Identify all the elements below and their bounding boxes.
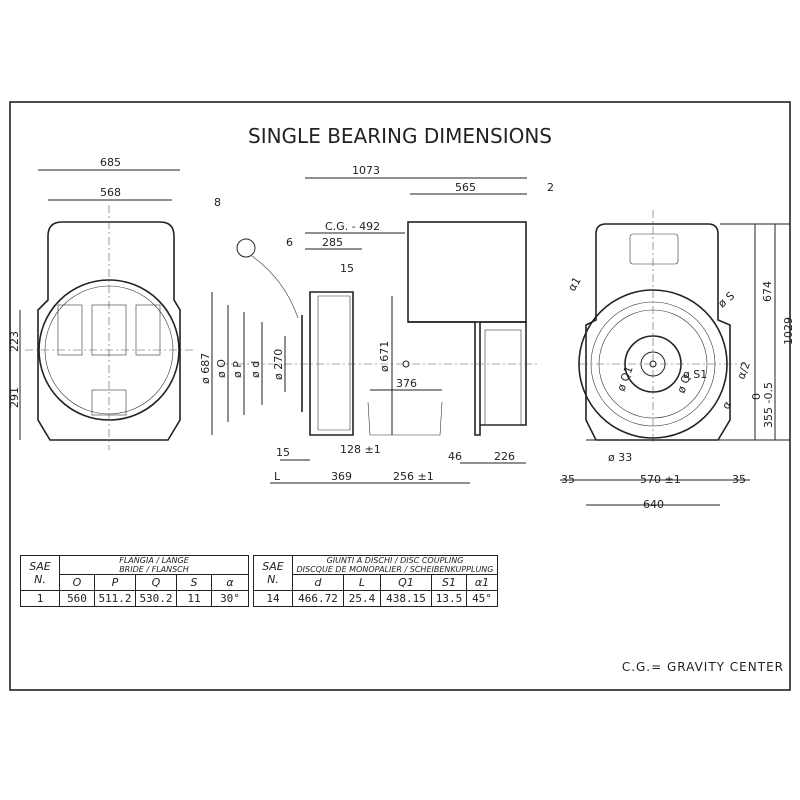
dim-671: ø 671 [378, 341, 391, 372]
dim-Q: ø Q [675, 373, 694, 396]
drawing-border [9, 101, 791, 691]
dim-d: ø d [249, 361, 262, 378]
angle-alpha1: α1 [565, 275, 583, 294]
cell: 14 [253, 590, 293, 607]
cell: 25.4 [343, 590, 381, 607]
cell: 13.5 [431, 590, 467, 607]
sae-label: SAE [262, 560, 284, 573]
sae-label: SAE [29, 560, 51, 573]
cell: 511.2 [94, 590, 136, 607]
dim-Q1: ø Q1 [615, 364, 636, 393]
page-title: SINGLE BEARING DIMENSIONS [248, 124, 552, 148]
dim-223: 223 [8, 331, 21, 352]
dim-674: 674 [761, 281, 774, 302]
dim-1073: 1073 [352, 164, 380, 177]
dim-687: ø 687 [199, 353, 212, 384]
angle-alpha: α [719, 399, 734, 412]
dim-35-right: 35 [732, 473, 746, 486]
dim-6: 6 [286, 236, 293, 249]
dim-256: 256 ±1 [393, 470, 434, 483]
dim-15-top: 15 [340, 262, 354, 275]
flange-header-1: FLANGIA / LANGE [119, 556, 189, 565]
side-view: 1073 565 2 8 C.G. - 492 6 285 15 ø 687 ø… [199, 164, 554, 484]
n-label: N. [34, 573, 46, 586]
dim-568: 568 [100, 186, 121, 199]
dim-46: 46 [448, 450, 462, 463]
col-header: Q1 [380, 574, 432, 591]
n-label: N. [267, 573, 279, 586]
coupling-header-1: GIUNTI A DISCHI / DISC COUPLING [326, 556, 464, 565]
dim-685: 685 [100, 156, 121, 169]
cell: 45° [466, 590, 498, 607]
col-header: S1 [431, 574, 467, 591]
dim-270: ø 270 [272, 349, 285, 380]
dim-376: 376 [396, 377, 417, 390]
dim-570: 570 ±1 [640, 473, 681, 486]
cg-dim: C.G. - 492 [325, 220, 380, 233]
cell: 438.15 [380, 590, 432, 607]
col-header: L [343, 574, 381, 591]
coupling-header-2: DISCQUE DE MONOPALIER / SCHEIBENKUPPLUNG [296, 565, 494, 574]
front-view: 685 568 223 291 [8, 156, 195, 450]
gravity-center-note: C.G.= GRAVITY CENTER [621, 660, 784, 674]
dim-355: 355 -0.5 [762, 382, 775, 428]
dim-15-bottom: 15 [276, 446, 290, 459]
cell: 30° [211, 590, 249, 607]
dim-S1: ø S1 [683, 368, 707, 381]
dim-P: ø P [231, 361, 244, 378]
col-header: Q [135, 574, 177, 591]
col-header: S [176, 574, 212, 591]
end-view: α1 ø S ø S1 α/2 α ø Q1 ø Q 674 1029 0 35… [560, 210, 795, 511]
dim-33: ø 33 [608, 451, 632, 464]
dim-128: 128 ±1 [340, 443, 381, 456]
angle-alpha-half: α/2 [735, 360, 753, 381]
dim-291: 291 [8, 387, 21, 408]
dim-8: 8 [214, 196, 221, 209]
cell: 1 [20, 590, 60, 607]
col-header: α [211, 574, 249, 591]
col-header: P [94, 574, 136, 591]
dim-1029: 1029 [782, 317, 795, 345]
cell: 530.2 [135, 590, 177, 607]
dim-285: 285 [322, 236, 343, 249]
dim-226: 226 [494, 450, 515, 463]
dim-355-upper: 0 [750, 393, 763, 400]
flange-header-2: BRIDE / FLANSCH [119, 565, 189, 574]
dim-2: 2 [547, 181, 554, 194]
dim-L: L [274, 470, 281, 483]
cell: 11 [176, 590, 212, 607]
dim-O: ø O [215, 359, 228, 378]
cell: 466.72 [292, 590, 344, 607]
col-header: O [59, 574, 95, 591]
cell: 560 [59, 590, 95, 607]
col-header: α1 [466, 574, 498, 591]
dim-369: 369 [331, 470, 352, 483]
dim-S: ø S [716, 289, 738, 310]
col-header: d [292, 574, 344, 591]
dim-35-left: 35 [561, 473, 575, 486]
dim-565: 565 [455, 181, 476, 194]
dim-640: 640 [643, 498, 664, 511]
